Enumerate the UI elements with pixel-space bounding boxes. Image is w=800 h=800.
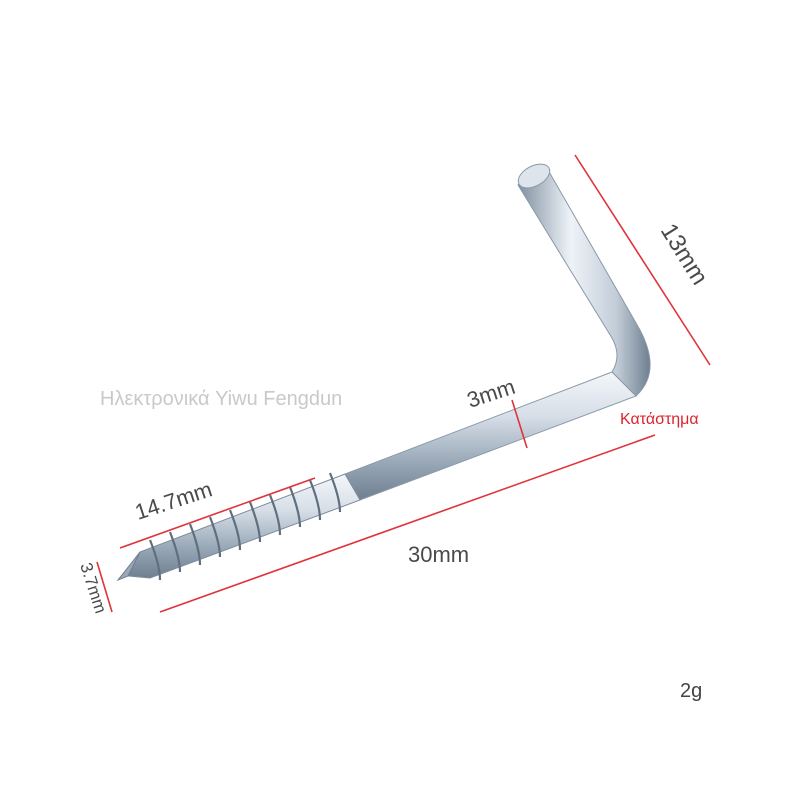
thread-diameter-label: 3.7mm (76, 560, 110, 615)
hook-tip (517, 163, 551, 189)
threaded-shank (127, 473, 361, 579)
screw-point (116, 551, 141, 582)
screw-hook (116, 163, 651, 582)
height-label: 13mm (655, 219, 713, 290)
diameter-label: 3mm (464, 374, 518, 413)
dimension-lines (96, 154, 711, 613)
thread-length-dimension-line (119, 477, 316, 549)
shop-label: Κατάστημα (620, 411, 699, 428)
total-length-label: 30mm (408, 542, 469, 567)
thread-diameter-dimension-line (96, 561, 113, 613)
thread-length-label: 14.7mm (132, 476, 215, 524)
total-length-dimension-line (159, 434, 656, 613)
weight-label: 2g (680, 680, 703, 702)
height-dimension-line (574, 154, 711, 366)
diameter-dimension-line (511, 399, 528, 449)
store-watermark: Ηλεκτρονικά Yiwu Fengdun (100, 388, 343, 410)
thread-ridges (148, 472, 342, 581)
